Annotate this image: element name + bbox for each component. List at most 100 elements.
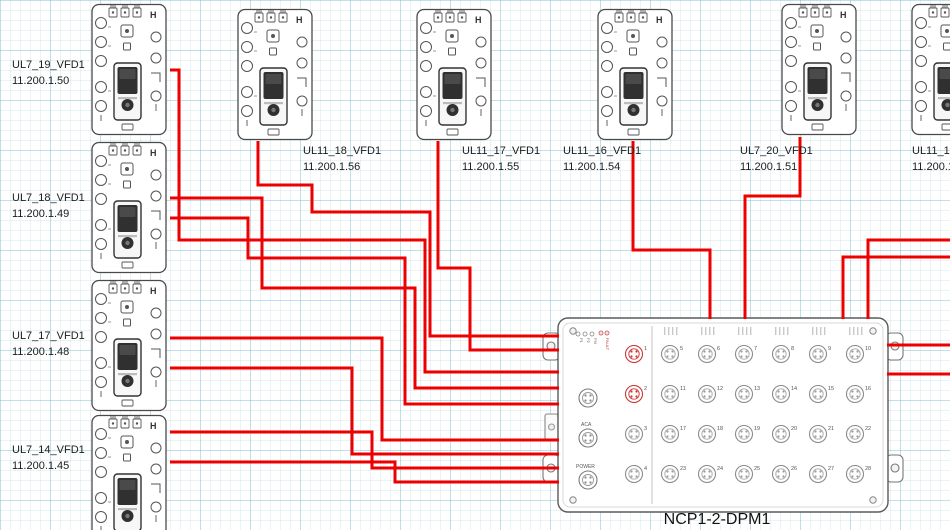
port-number: 10 — [865, 346, 871, 352]
m12-port[interactable]: 25 — [734, 464, 761, 484]
m12-port[interactable]: 8 — [771, 327, 795, 364]
port-number: 11 — [680, 386, 686, 392]
m12-port[interactable]: 6 — [697, 327, 721, 364]
fault-label: FAULT — [605, 338, 610, 351]
network-cable[interactable] — [256, 141, 559, 338]
m12-port[interactable]: 15 — [808, 384, 835, 404]
port-number: 17 — [680, 426, 686, 432]
power-connector: POWER — [576, 464, 598, 490]
m12-port[interactable]: 7 — [734, 327, 758, 364]
m12-port[interactable]: 2 — [624, 384, 648, 404]
label-ul11-18: UL11_18_VFD1 11.200.1.56 — [303, 144, 381, 176]
m12-port[interactable]: 27 — [808, 464, 835, 484]
device-name: UL7_14_VFD1 — [12, 444, 85, 456]
vfd-ul7-14[interactable] — [91, 414, 167, 530]
m12-port[interactable]: 16 — [845, 384, 872, 404]
m12-port[interactable]: 14 — [771, 384, 798, 404]
m12-port[interactable]: 3 — [624, 424, 648, 444]
port-number: 26 — [791, 466, 797, 472]
corner-screws — [569, 327, 877, 504]
device-ip: 11.200.1.49 — [12, 207, 70, 220]
m12-port[interactable]: 9 — [808, 327, 832, 364]
port-number: 16 — [865, 386, 871, 392]
m12-port[interactable]: 1 — [624, 344, 648, 364]
network-cable[interactable] — [631, 141, 712, 319]
module-inner-outline — [562, 322, 884, 508]
m12-port[interactable]: 12 — [697, 384, 724, 404]
network-cable[interactable] — [170, 216, 559, 406]
network-cable[interactable] — [866, 238, 950, 319]
label-ul7-18: UL7_18_VFD1 11.200.1.49 — [12, 191, 85, 223]
m12-port[interactable]: 22 — [845, 424, 872, 444]
device-ip: 11.200.1.45 — [12, 459, 70, 472]
network-cable[interactable] — [841, 255, 950, 319]
device-ip: 11.200.1.51 — [740, 160, 798, 173]
m12-port[interactable]: 10 — [845, 327, 872, 364]
module-title: NCP1-2-DPM1 — [663, 511, 771, 528]
m12-port[interactable]: 4 — [624, 464, 648, 484]
dpm-module[interactable]: P1 P2 FM FAULT ACA POWER — [542, 317, 904, 513]
m12-port[interactable]: 13 — [734, 384, 761, 404]
module-body — [557, 317, 889, 513]
port-number: 9 — [828, 346, 831, 352]
port-number: 14 — [791, 386, 797, 392]
m12-port[interactable]: 18 — [697, 424, 724, 444]
label-ul7-20: UL7_20_VFD1 11.200.1.51 — [740, 144, 813, 176]
m12-port[interactable]: 17 — [660, 424, 687, 444]
device-name: UL11_17_VFD1 — [462, 145, 541, 157]
port-number: 3 — [644, 426, 647, 432]
device-ip: 11.200.1.55 — [462, 160, 520, 173]
vfd-ul7-18[interactable] — [91, 141, 167, 274]
network-cable[interactable] — [170, 460, 559, 484]
device-name: UL11_18_VFD1 — [303, 145, 382, 157]
network-cable[interactable] — [170, 68, 559, 374]
led-label: FM — [593, 338, 598, 344]
network-cable[interactable] — [436, 141, 559, 352]
port-number: 18 — [717, 426, 723, 432]
m12-port[interactable]: 5 — [660, 327, 684, 364]
port-number: 20 — [791, 426, 797, 432]
device-name: UL7_20_VFD1 — [740, 145, 813, 157]
device-ip: 11.200.1.48 — [12, 345, 70, 358]
device-name: UL7_18_VFD1 — [12, 192, 85, 204]
device-name: UL11_14 — [912, 145, 950, 157]
port-number: 13 — [754, 386, 760, 392]
network-cable[interactable] — [170, 336, 559, 442]
status-led-cluster: P1 P2 FM FAULT — [575, 330, 610, 351]
port-number: 6 — [717, 346, 720, 352]
aca-label: ACA — [581, 422, 592, 428]
m12-port[interactable]: 24 — [697, 464, 724, 484]
m12-port[interactable]: 19 — [734, 424, 761, 444]
network-cable[interactable] — [743, 137, 802, 319]
label-ul7-17: UL7_17_VFD1 11.200.1.48 — [12, 329, 85, 361]
vfd-ul11-14[interactable] — [911, 3, 950, 136]
network-cable[interactable] — [170, 430, 559, 470]
power-label: POWER — [576, 464, 595, 470]
m12-port[interactable]: 11 — [660, 384, 686, 404]
port-number: 15 — [828, 386, 834, 392]
device-name: UL7_17_VFD1 — [12, 330, 85, 342]
vfd-ul11-18[interactable] — [237, 8, 313, 141]
m12-port[interactable]: 21 — [808, 424, 835, 444]
vfd-ul7-20[interactable] — [781, 3, 857, 136]
aux-connector — [578, 388, 598, 408]
module-aux-connectors[interactable]: ACA POWER — [576, 388, 598, 490]
led-label: P2 — [586, 338, 591, 344]
vfd-ul11-16[interactable] — [597, 8, 673, 141]
device-ip: 11.200.1 — [912, 160, 950, 173]
fault-led — [598, 330, 604, 336]
m12-port[interactable]: 20 — [771, 424, 798, 444]
cables-layer — [170, 68, 950, 484]
m12-port[interactable]: 28 — [845, 464, 872, 484]
m12-port[interactable]: 23 — [660, 464, 687, 484]
network-cable[interactable] — [170, 196, 559, 390]
m12-port[interactable]: 26 — [771, 464, 798, 484]
vfd-ul7-17[interactable] — [91, 279, 167, 412]
vfd-ul7-19[interactable] — [91, 3, 167, 136]
network-cable[interactable] — [170, 366, 559, 456]
label-ul11-14: UL11_14 11.200.1 — [912, 144, 950, 176]
vfd-ul11-17[interactable] — [416, 8, 492, 141]
port-number: 8 — [791, 346, 794, 352]
